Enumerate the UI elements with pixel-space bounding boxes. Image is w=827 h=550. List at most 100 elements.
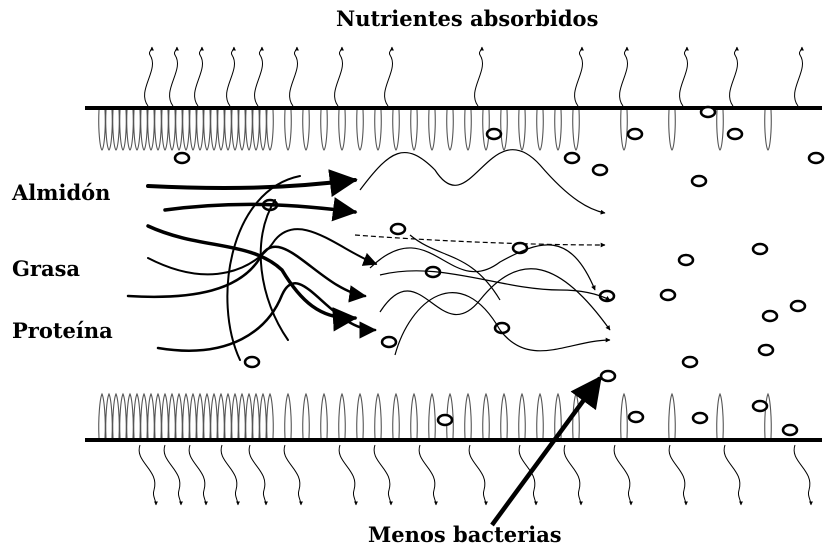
absorption-arrow: [575, 47, 583, 106]
villus: [765, 110, 772, 150]
villus: [239, 394, 246, 438]
villus: [483, 394, 490, 438]
villus: [162, 110, 169, 150]
villus: [393, 110, 400, 150]
villus: [190, 110, 197, 150]
villus: [190, 394, 197, 438]
villus: [218, 110, 225, 150]
villus: [204, 110, 211, 150]
top-label: Nutrientes absorbidos: [336, 6, 598, 31]
villus: [519, 394, 526, 438]
absorption-arrow: [469, 445, 486, 505]
absorption-arrow: [374, 445, 391, 505]
bacterium: [661, 290, 675, 300]
villus: [285, 110, 292, 150]
villus: [120, 110, 127, 150]
absorption-arrow: [290, 47, 298, 106]
villus: [465, 110, 472, 150]
bacterium: [628, 129, 642, 139]
villus: [211, 110, 218, 150]
villus: [162, 394, 169, 438]
villus: [246, 110, 253, 150]
bacterium: [438, 415, 452, 425]
absorption-arrow: [795, 47, 803, 106]
villus: [106, 394, 113, 438]
villus: [429, 110, 436, 150]
villus: [99, 110, 106, 150]
villus: [169, 394, 176, 438]
villus: [169, 110, 176, 150]
nutrient-flow-curves: [128, 176, 376, 360]
bacterium: [382, 337, 396, 347]
flow-curve: [148, 180, 355, 188]
villus: [375, 110, 382, 150]
villus: [127, 394, 134, 438]
villus: [555, 110, 562, 150]
villus: [225, 110, 232, 150]
bacterium: [728, 129, 742, 139]
villus: [176, 394, 183, 438]
upper-villi: [99, 110, 772, 150]
thin-curve: [380, 271, 610, 300]
absorption-arrow: [669, 445, 686, 505]
villus: [246, 394, 253, 438]
bacterium: [783, 425, 797, 435]
villus: [429, 394, 436, 438]
villus: [99, 394, 106, 438]
villus: [303, 110, 310, 150]
bacterium: [809, 153, 823, 163]
villus: [717, 394, 724, 438]
villus: [339, 110, 346, 150]
bacterium: [753, 401, 767, 411]
villus: [232, 110, 239, 150]
proteina-label: Proteína: [12, 318, 113, 343]
villus: [285, 394, 292, 438]
villus: [253, 394, 260, 438]
villus: [141, 110, 148, 150]
bacterium: [629, 412, 643, 422]
villus: [501, 394, 508, 438]
villus: [321, 394, 328, 438]
thin-curve: [355, 235, 605, 245]
villus: [260, 110, 267, 150]
lower-villi: [99, 394, 772, 438]
absorption-arrow: [335, 47, 343, 106]
thin-flow-curves: [355, 150, 610, 355]
villus: [260, 394, 267, 438]
absorption-arrow: [170, 47, 178, 106]
bacterium: [601, 371, 615, 381]
bacterium: [565, 153, 579, 163]
absorption-arrow: [564, 445, 581, 505]
flow-curve: [148, 226, 355, 318]
villus: [669, 394, 676, 438]
villus: [211, 394, 218, 438]
villus: [465, 394, 472, 438]
villus: [253, 110, 260, 150]
grasa-label: Grasa: [12, 256, 80, 281]
bacterium: [593, 165, 607, 175]
absorption-arrow: [620, 47, 628, 106]
villus: [183, 394, 190, 438]
villus: [197, 394, 204, 438]
villus: [239, 110, 246, 150]
absorption-arrow: [189, 445, 206, 505]
villus: [197, 110, 204, 150]
bacterium: [763, 311, 777, 321]
absorption-arrows-top: [145, 47, 803, 106]
villus: [717, 110, 724, 150]
absorption-arrow: [145, 47, 153, 106]
bacterium: [683, 357, 697, 367]
villus: [447, 110, 454, 150]
absorption-arrow: [255, 47, 263, 106]
villus: [537, 394, 544, 438]
villus: [232, 394, 239, 438]
villus: [120, 394, 127, 438]
flow-curve: [128, 247, 365, 297]
villus: [501, 110, 508, 150]
villus: [393, 394, 400, 438]
villus: [134, 394, 141, 438]
villus: [357, 110, 364, 150]
villus: [357, 394, 364, 438]
absorption-arrow: [249, 445, 266, 505]
